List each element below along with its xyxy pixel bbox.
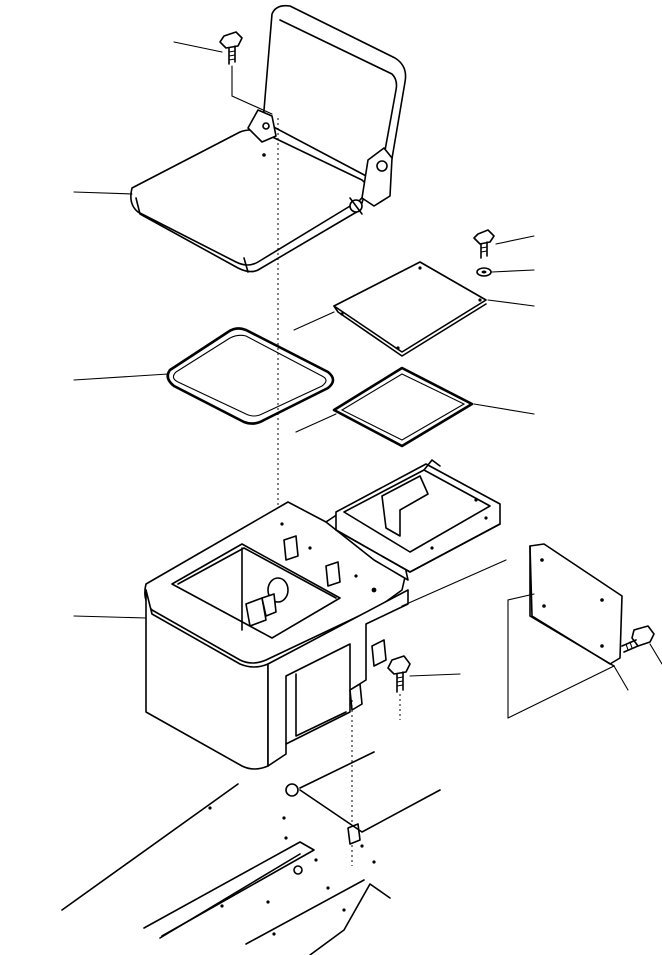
leader-line — [73, 373, 169, 381]
bolt-icon — [621, 625, 655, 653]
leader-line — [473, 403, 535, 415]
leader-line — [293, 311, 335, 331]
seat-stand-box — [144, 501, 409, 770]
bolt-icon — [387, 655, 411, 693]
bolt-icon — [219, 31, 243, 65]
leader-line — [295, 413, 337, 433]
side-cover-panel — [529, 543, 623, 667]
seal-gasket-left — [166, 327, 335, 425]
seal-gasket-right — [332, 366, 474, 448]
leader-line — [231, 65, 273, 115]
leader-line — [649, 643, 662, 665]
tool-tray — [335, 459, 501, 573]
cover-plate — [333, 261, 487, 357]
leader-line — [507, 593, 535, 719]
bushing — [285, 783, 299, 797]
leader-line — [401, 559, 507, 607]
leader-line — [487, 299, 535, 307]
leader-line — [73, 615, 147, 619]
bolt-icon — [473, 229, 495, 259]
leader-line — [507, 665, 615, 719]
leader-line — [495, 235, 535, 245]
leader-line — [173, 41, 223, 53]
leader-line — [409, 673, 461, 677]
leader-line — [491, 269, 535, 273]
washer-icon — [476, 267, 492, 277]
leader-line — [613, 665, 629, 691]
leader-line — [73, 191, 133, 195]
seat-hinge-bracket — [247, 109, 393, 215]
base-floor-frame — [61, 751, 441, 955]
